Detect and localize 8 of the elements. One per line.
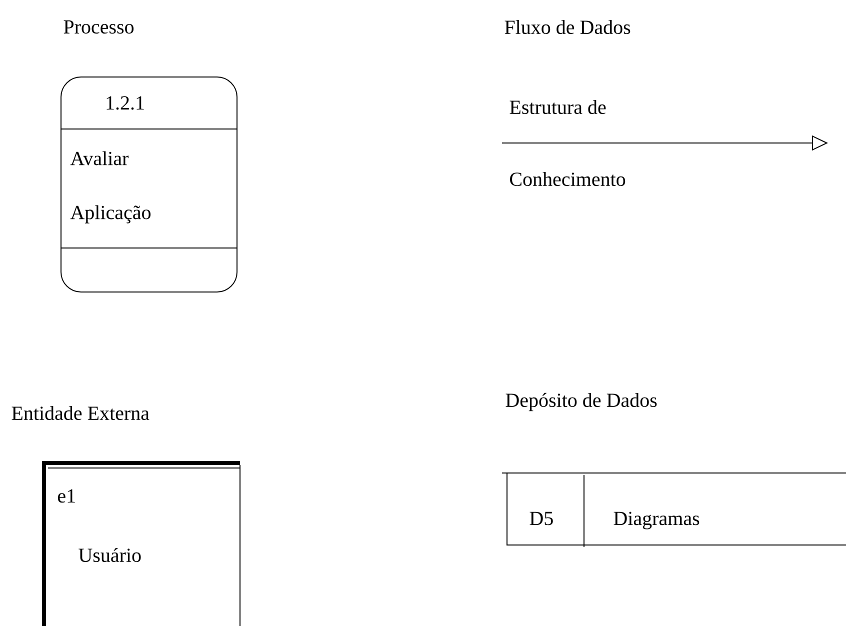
- section-heading: Entidade Externa: [12, 406, 150, 420]
- section-heading: Fluxo de Dados: [504, 20, 630, 34]
- section-heading: Processo: [64, 20, 134, 34]
- flow-name: Estrutura de Conhecimento: [510, 100, 626, 186]
- process-box: 1.2.1 Avaliar Aplicação: [60, 76, 238, 292]
- data-store: D5 Diagramas: [502, 472, 846, 548]
- external-entity-box: e1 Usuário: [42, 461, 240, 626]
- section-heading: Depósito de Dados: [506, 392, 657, 412]
